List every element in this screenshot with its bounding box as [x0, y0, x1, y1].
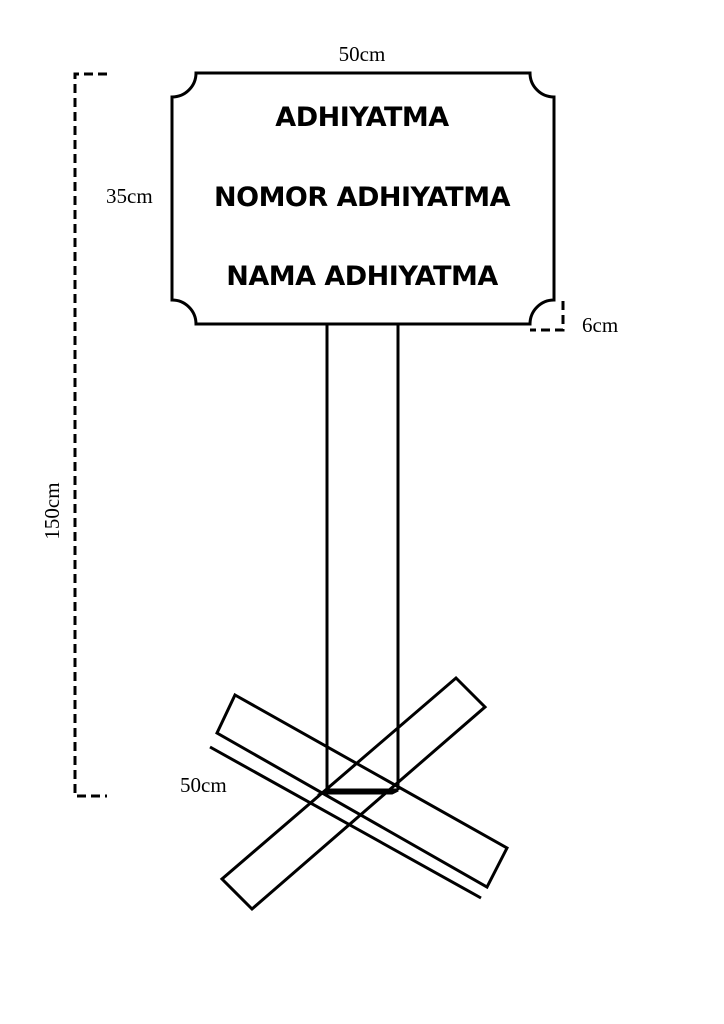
sign-board: [170, 71, 556, 326]
corner-dimension-label: 6cm: [582, 313, 618, 337]
height-dimension-label: 35cm: [106, 184, 153, 208]
sign-number-text: NOMOR ADHIYATMA: [214, 182, 511, 213]
sign-title-text: ADHIYATMA: [275, 102, 449, 133]
base-leg-front: [215, 692, 509, 890]
sign-name-text: NAMA ADHIYATMA: [226, 261, 498, 292]
total-height-dimension-label: 150cm: [40, 482, 64, 539]
width-dimension-label: 50cm: [339, 42, 386, 66]
corner-bracket: [530, 301, 565, 332]
base-ground-line: [209, 745, 482, 900]
base-dimension-label: 50cm: [180, 773, 227, 797]
total-height-bracket: [73, 72, 107, 798]
base-leg-back: [219, 675, 488, 912]
